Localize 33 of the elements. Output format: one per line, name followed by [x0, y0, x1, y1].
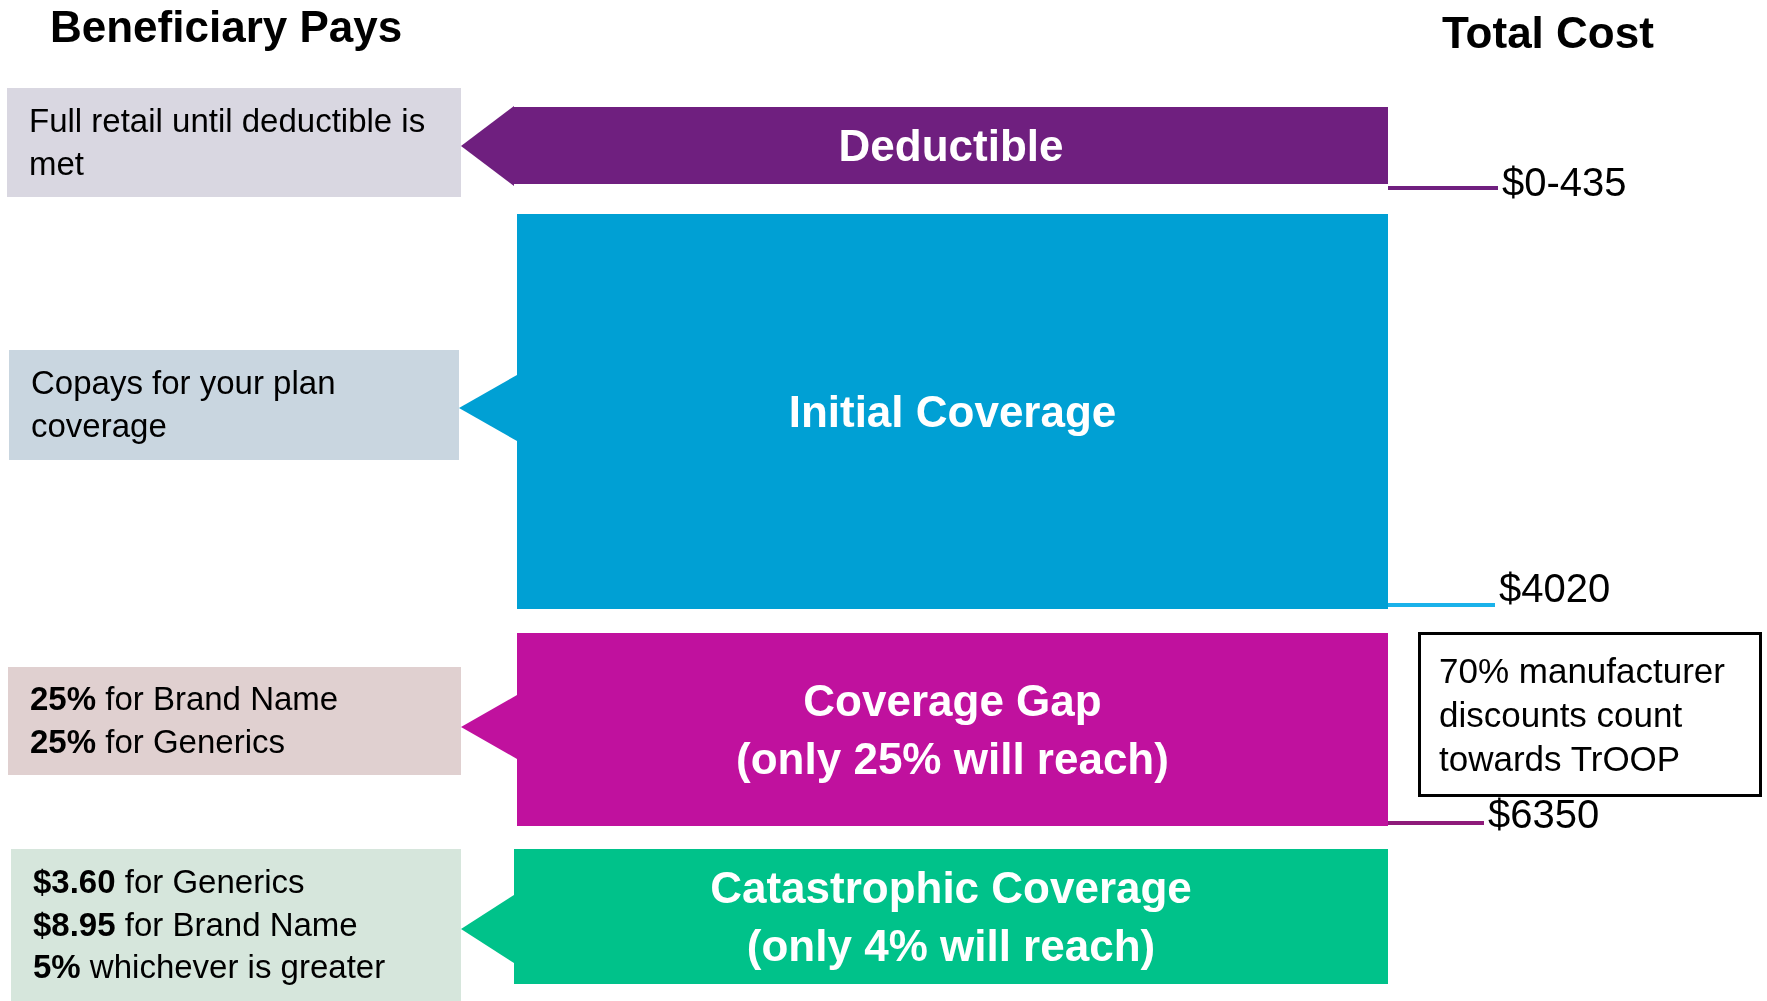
column-heading: Beneficiary Pays — [50, 2, 403, 52]
note-text: Full retail until deductible is met — [29, 100, 427, 184]
callout-pointer — [461, 895, 514, 963]
note-box — [7, 88, 461, 197]
note-text: 70% manufacturer discounts count towards TrOOP — [1439, 651, 1725, 778]
note-text: $3.60 for Generics — [33, 861, 306, 902]
cost-label: $0-435 — [1502, 160, 1642, 206]
stage-bar — [517, 214, 1388, 609]
note-text: Copays for your plan coverage — [31, 363, 337, 446]
note-box — [8, 667, 461, 775]
callout-pointer — [461, 695, 517, 759]
note-box — [11, 849, 461, 1001]
callout-pointer — [459, 375, 517, 441]
stage-title: Coverage Gap — [803, 675, 1102, 728]
cost-label: $4020 — [1499, 566, 1629, 612]
note-box — [1418, 632, 1762, 798]
stage-title: Deductible — [838, 119, 1064, 172]
note-text: 25% for Generics — [30, 722, 286, 762]
stage-title: (only 4% will reach) — [746, 919, 1156, 972]
note-text: 25% for Brand Name — [30, 679, 340, 720]
stage-title: (only 25% will reach) — [736, 732, 1169, 785]
column-heading: Total Cost — [1442, 8, 1654, 58]
note-box — [9, 350, 459, 460]
leader-line — [1388, 821, 1484, 825]
stage-title: Initial Coverage — [788, 385, 1117, 438]
cost-label: $6350 — [1488, 792, 1618, 838]
leader-line — [1388, 603, 1495, 607]
leader-line — [1388, 186, 1498, 190]
note-text: 5% whichever is greater — [33, 947, 387, 988]
note-text: $8.95 for Brand Name — [33, 904, 359, 945]
stage-title: Catastrophic Coverage — [710, 862, 1192, 915]
stage-bar — [517, 633, 1388, 826]
callout-pointer — [461, 106, 514, 186]
